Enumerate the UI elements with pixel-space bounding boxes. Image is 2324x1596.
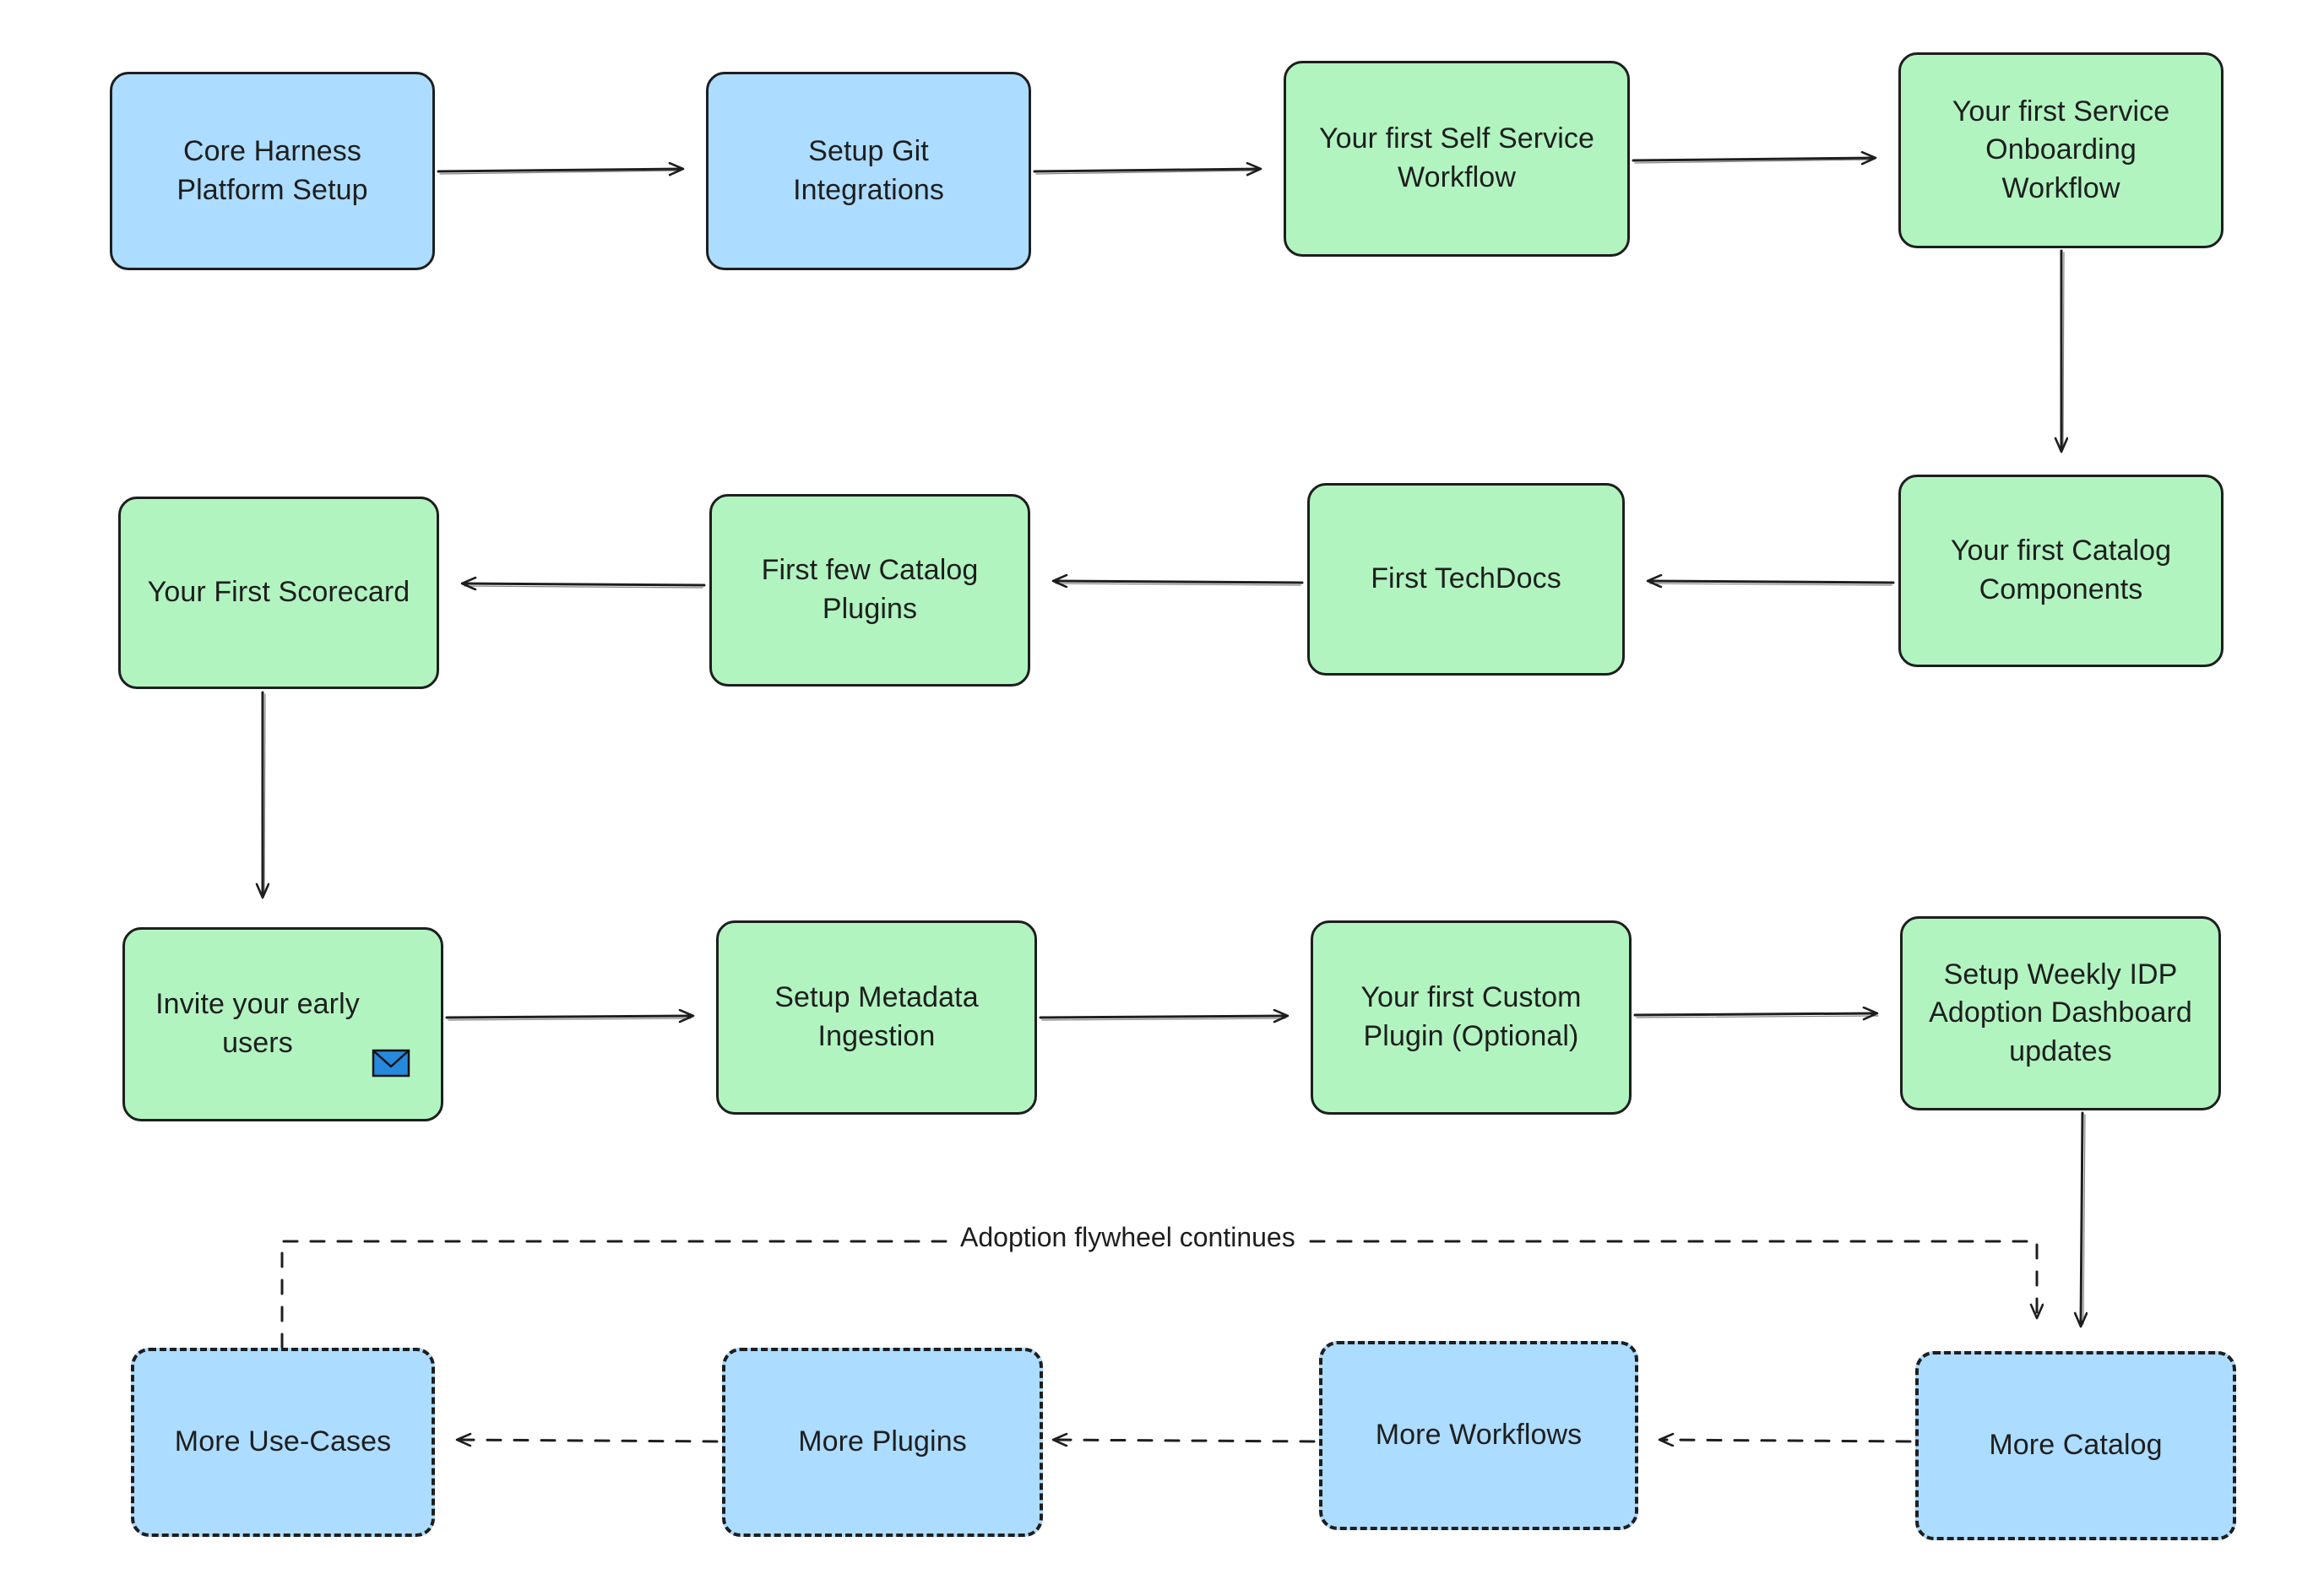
node-first-few-catalog-plugins[interactable]: First few Catalog Plugins xyxy=(709,494,1030,687)
edge-selfservice-to-onboarding xyxy=(1632,158,1875,163)
node-more-catalog[interactable]: More Catalog xyxy=(1915,1351,2236,1540)
edge-invite-to-metadata xyxy=(445,1016,692,1020)
edge-moreworkflows-to-moreplugins xyxy=(1054,1440,1316,1441)
edge-flywheel-loop xyxy=(280,1240,2037,1349)
node-your-first-custom-plugin-optional[interactable]: Your first Custom Plugin (Optional) xyxy=(1311,920,1632,1115)
node-label: More Workflows xyxy=(1375,1419,1583,1452)
node-more-workflows[interactable]: More Workflows xyxy=(1319,1341,1638,1530)
node-label: Your first Service Onboarding Workflow xyxy=(1952,95,2170,204)
edge-catalogplugins-to-scorecard xyxy=(463,584,706,588)
node-label: Your First Scorecard xyxy=(147,576,410,609)
edge-catalogcomponents-to-techdocs xyxy=(1648,581,1895,585)
node-more-plugins[interactable]: More Plugins xyxy=(722,1348,1043,1537)
edge-moreplugins-to-moreusecases xyxy=(458,1440,719,1441)
node-label: Setup Git Integrations xyxy=(793,134,944,206)
node-label: First few Catalog Plugins xyxy=(761,554,979,625)
edge-morecatalog-to-moreworkflows xyxy=(1660,1440,1912,1441)
edge-git-to-selfservice xyxy=(1033,169,1260,174)
node-label: Core Harness Platform Setup xyxy=(176,134,368,206)
node-more-use-cases[interactable]: More Use-Cases xyxy=(131,1348,435,1537)
node-setup-weekly-idp-adoption-dashboard-updates[interactable]: Setup Weekly IDP Adoption Dashboard upda… xyxy=(1900,916,2221,1110)
envelope-icon xyxy=(372,1010,410,1077)
edge-techdocs-to-catalogplugins xyxy=(1054,581,1304,585)
edge-weeklyidp-to-morecatalog xyxy=(2081,1111,2085,1326)
node-invite-your-early-users[interactable]: Invite your early users xyxy=(122,927,443,1121)
node-label: More Catalog xyxy=(1989,1429,2163,1462)
node-your-first-service-onboarding-workflow[interactable]: Your first Service Onboarding Workflow xyxy=(1898,52,2224,248)
node-label: Setup Weekly IDP Adoption Dashboard upda… xyxy=(1929,958,2192,1067)
node-label: Your first Catalog Components xyxy=(1950,535,2172,605)
node-setup-git-integrations[interactable]: Setup Git Integrations xyxy=(706,72,1031,270)
node-your-first-catalog-components[interactable]: Your first Catalog Components xyxy=(1898,475,2224,667)
edge-label-adoption-flywheel-continues: Adoption flywheel continues xyxy=(950,1222,1306,1253)
edge-scorecard-to-invite xyxy=(263,691,265,897)
node-label: More Use-Cases xyxy=(174,1425,392,1458)
node-label: More Plugins xyxy=(798,1425,967,1458)
node-first-techdocs[interactable]: First TechDocs xyxy=(1307,483,1625,676)
node-label: Your first Custom Plugin (Optional) xyxy=(1360,981,1582,1052)
node-label: Your first Self Service Workflow xyxy=(1318,122,1595,193)
edge-core-to-git xyxy=(437,169,682,174)
node-setup-metadata-ingestion[interactable]: Setup Metadata Ingestion xyxy=(716,920,1037,1115)
node-label: Invite your early users xyxy=(155,988,360,1059)
node-label: First TechDocs xyxy=(1371,562,1561,595)
node-core-harness-platform-setup[interactable]: Core Harness Platform Setup xyxy=(110,72,435,270)
node-your-first-self-service-workflow[interactable]: Your first Self Service Workflow xyxy=(1284,61,1630,257)
node-your-first-scorecard[interactable]: Your First Scorecard xyxy=(118,497,439,689)
edge-label-text: Adoption flywheel continues xyxy=(960,1222,1295,1252)
edge-customplugin-to-weeklyidp xyxy=(1633,1013,1879,1018)
node-label: Setup Metadata Ingestion xyxy=(774,981,979,1052)
edge-metadata-to-customplugin xyxy=(1039,1016,1287,1020)
edge-onboarding-to-catalogcomponents xyxy=(2061,249,2064,451)
